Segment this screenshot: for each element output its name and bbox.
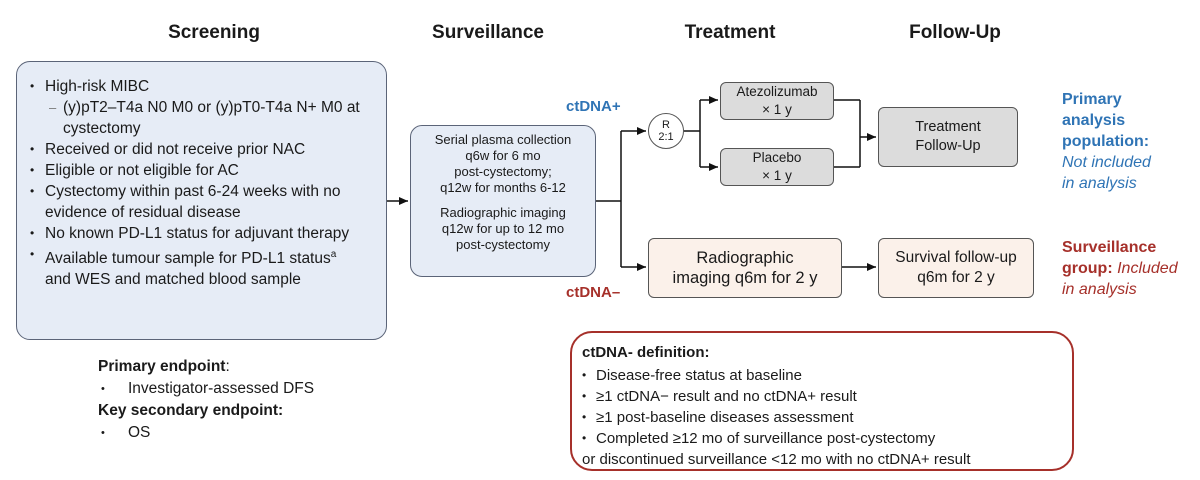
ctdna-negative-label: ctDNA– xyxy=(566,284,621,301)
primary-endpoint-colon: : xyxy=(225,358,230,375)
screening-item-continuation: and WES and matched blood sample xyxy=(27,269,376,290)
surveillance-box: Serial plasma collection q6w for 6 mo po… xyxy=(410,125,596,277)
header-screening: Screening xyxy=(168,22,260,43)
definition-item: ≥1 post-baseline diseases assessment xyxy=(582,407,1072,428)
arm-line: Placebo xyxy=(752,150,802,165)
ctdna-positive-label: ctDNA+ xyxy=(566,98,621,115)
screening-item-text: Available tumour sample for PD-L1 status xyxy=(45,250,331,268)
screening-item: Received or did not receive prior NAC xyxy=(27,139,376,160)
arm-line: Atezolizumab xyxy=(736,84,818,99)
group-line: in analysis xyxy=(1062,281,1137,298)
screening-item: Cystectomy within past 6-24 weeks with n… xyxy=(27,181,376,223)
followup-line: Follow-Up xyxy=(915,138,981,154)
followup-line: Treatment xyxy=(915,119,981,135)
header-surveillance: Surveillance xyxy=(432,22,544,43)
group-bold-text: group: xyxy=(1062,260,1113,277)
definition-item: Disease-free status at baseline xyxy=(582,365,1072,386)
primary-endpoint-item: Investigator-assessed DFS xyxy=(98,378,314,400)
screening-item: High-risk MIBC xyxy=(27,76,376,97)
group-line: Surveillance xyxy=(1062,239,1157,256)
header-treatment: Treatment xyxy=(684,22,776,43)
header-follow-up: Follow-Up xyxy=(909,22,1001,43)
population-line: population: xyxy=(1062,133,1150,150)
surveillance-line: post-cystectomy; xyxy=(454,164,552,179)
screening-item: No known PD-L1 status for adjuvant thera… xyxy=(27,223,376,244)
definition-item: ≥1 ctDNA− result and no ctDNA+ result xyxy=(582,386,1072,407)
population-line: analysis xyxy=(1062,112,1126,129)
secondary-endpoint-item: OS xyxy=(98,422,314,444)
surveillance-line: q12w for months 6-12 xyxy=(440,180,566,195)
footnote-mark: a xyxy=(330,249,337,260)
treatment-followup-box: Treatment Follow-Up xyxy=(878,107,1018,167)
surveillance-imaging-text: Radiographic imaging q12w for up to 12 m… xyxy=(417,205,589,253)
primary-endpoint-label: Primary endpoint xyxy=(98,358,226,375)
definition-title: ctDNA- definition: xyxy=(582,344,710,361)
arm-line: × 1 y xyxy=(762,102,792,117)
ctdna-negative-definition-box: ctDNA- definition: Disease-free status a… xyxy=(570,331,1074,471)
endpoints-section: Primary endpoint: Investigator-assessed … xyxy=(98,356,314,444)
surveillance-group-label: Surveillance group: Included in analysis xyxy=(1062,237,1178,300)
radiographic-imaging-box: Radiographic imaging q6m for 2 y xyxy=(648,238,842,298)
screening-item: Eligible or not eligible for AC xyxy=(27,160,376,181)
survival-line: Survival follow-up xyxy=(895,249,1017,266)
radiographic-line: Radiographic xyxy=(696,249,794,267)
surveillance-line: post-cystectomy xyxy=(456,237,550,252)
arm-line: × 1 y xyxy=(762,168,792,183)
randomization-r: R xyxy=(662,119,670,131)
screening-item: Available tumour sample for PD-L1 status… xyxy=(27,244,376,269)
group-line: group: Included xyxy=(1062,258,1178,279)
survival-followup-box: Survival follow-up q6m for 2 y xyxy=(878,238,1034,298)
surveillance-plasma-text: Serial plasma collection q6w for 6 mo po… xyxy=(417,132,589,196)
placebo-arm-box: Placebo × 1 y xyxy=(720,148,834,186)
definition-item-continuation: or discontinued surveillance <12 mo with… xyxy=(582,451,971,468)
screening-item-text: and WES and matched blood sample xyxy=(45,271,301,289)
definition-item: Completed ≥12 mo of surveillance post-cy… xyxy=(582,428,1072,449)
screening-subitem: (y)pT2–T4a N0 M0 or (y)pT0-T4a N+ M0 at … xyxy=(27,97,376,139)
surveillance-line: Radiographic imaging xyxy=(440,205,566,220)
secondary-endpoint-heading: Key secondary endpoint: xyxy=(98,402,284,419)
surveillance-line: q12w for up to 12 mo xyxy=(441,221,565,236)
survival-line: q6m for 2 y xyxy=(917,269,995,286)
primary-analysis-population-label: Primary analysis population: Not include… xyxy=(1062,89,1151,194)
population-line: Not included xyxy=(1062,154,1151,171)
population-line: Primary xyxy=(1062,91,1122,108)
primary-endpoint-heading: Primary endpoint: xyxy=(98,356,314,378)
group-italic-text: Included xyxy=(1117,260,1178,277)
surveillance-line: Serial plasma collection xyxy=(434,132,572,147)
screening-criteria-box: High-risk MIBC (y)pT2–T4a N0 M0 or (y)pT… xyxy=(16,61,387,340)
atezolizumab-arm-box: Atezolizumab × 1 y xyxy=(720,82,834,120)
surveillance-line: q6w for 6 mo xyxy=(465,148,541,163)
population-line: in analysis xyxy=(1062,175,1137,192)
randomization-ratio: 2:1 xyxy=(658,131,674,143)
radiographic-line: imaging q6m for 2 y xyxy=(672,269,818,287)
randomization-node: R 2:1 xyxy=(648,113,684,149)
